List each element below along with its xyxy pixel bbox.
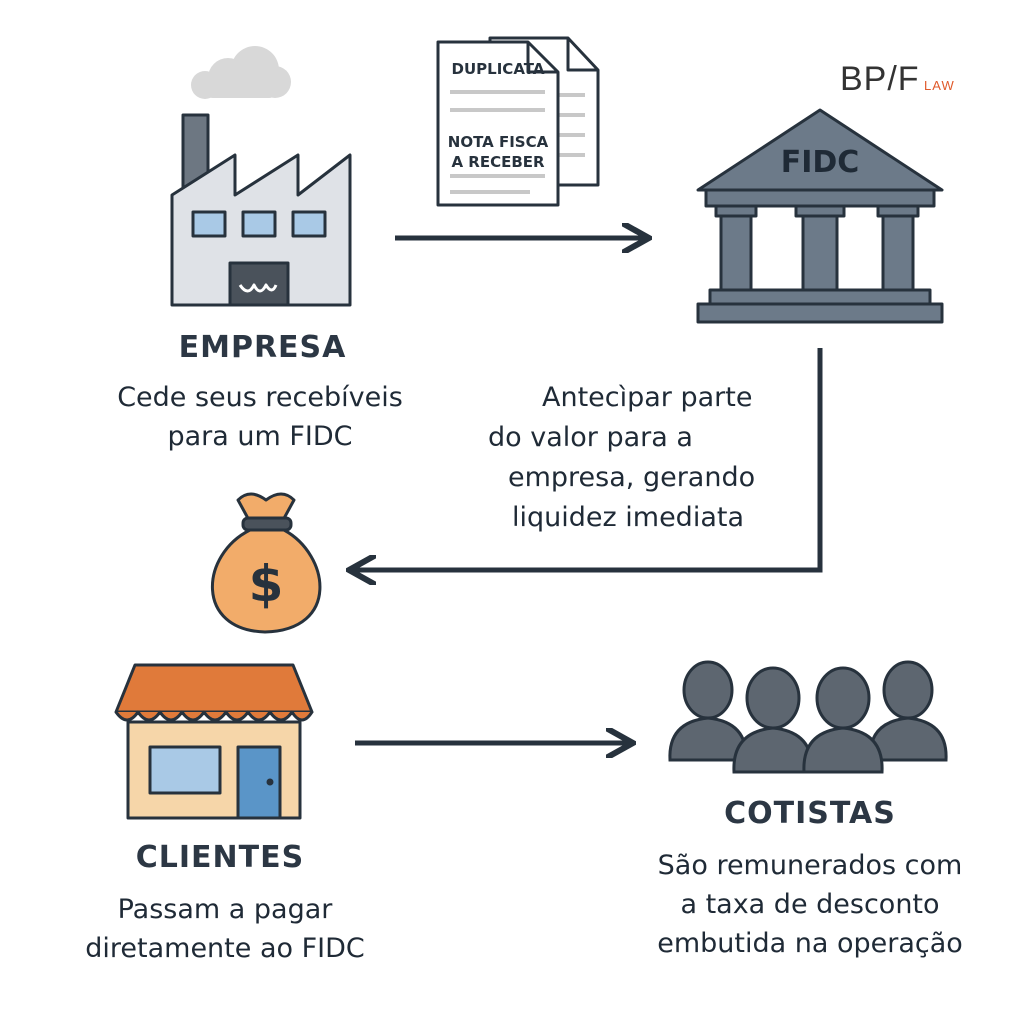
anticipation-line-3: empresa, gerando	[508, 462, 756, 493]
cotistas-line-1: São remunerados com	[657, 850, 963, 881]
anticipation-line-2: do valor para a	[488, 422, 693, 453]
cotistas-line-2: a taxa de desconto	[680, 889, 940, 920]
cotistas-line-3: embutida na operação	[657, 928, 963, 959]
empresa-line-1: Cede seus recebíveis	[117, 382, 403, 413]
person-1	[668, 660, 748, 762]
fidc-building-icon	[696, 108, 944, 324]
clientes-line-1: Passam a pagar	[117, 894, 333, 925]
empresa-line-2: para um FIDC	[167, 421, 353, 452]
person-2	[732, 666, 814, 774]
empresa-description: Cede seus recebíveis para um FIDC	[80, 378, 440, 456]
documents-icon	[436, 36, 600, 207]
cotistas-title: COTISTAS	[724, 796, 896, 831]
clientes-title: CLIENTES	[135, 840, 305, 875]
fidc-label: FIDC	[780, 145, 860, 180]
document-front-label: NOTA FISCA A RECEBER	[440, 132, 556, 172]
clientes-line-2: diretamente ao FIDC	[85, 933, 365, 964]
empresa-title: EMPRESA	[178, 330, 347, 365]
dollar-sign: $	[248, 555, 284, 613]
person-3	[802, 666, 884, 774]
anticipation-line-4: liquidez imediata	[512, 502, 744, 533]
anticipation-line-1: Antecìpar parte	[542, 382, 753, 413]
factory-icon	[170, 46, 352, 307]
people-icon	[668, 660, 948, 774]
document-back-label: DUPLICATA	[451, 60, 545, 78]
cotistas-description: São remunerados com a taxa de desconto e…	[620, 846, 1000, 963]
smoke-cloud	[191, 46, 291, 99]
person-4	[868, 660, 948, 762]
clientes-description: Passam a pagar diretamente ao FIDC	[40, 890, 410, 968]
document-front-line-1: NOTA FISCA	[447, 133, 549, 151]
bpf-logo: BP/F LAW	[840, 60, 955, 99]
logo-sub: LAW	[924, 78, 955, 93]
logo-main: BP/F	[840, 60, 920, 98]
anticipation-description: Antecìpar parte do valor para a empresa,…	[470, 378, 790, 538]
arrow-fidc-to-empresa	[352, 348, 823, 570]
document-front-line-2: A RECEBER	[451, 153, 545, 171]
shop-icon	[114, 663, 314, 820]
money-bag-icon	[210, 492, 322, 634]
